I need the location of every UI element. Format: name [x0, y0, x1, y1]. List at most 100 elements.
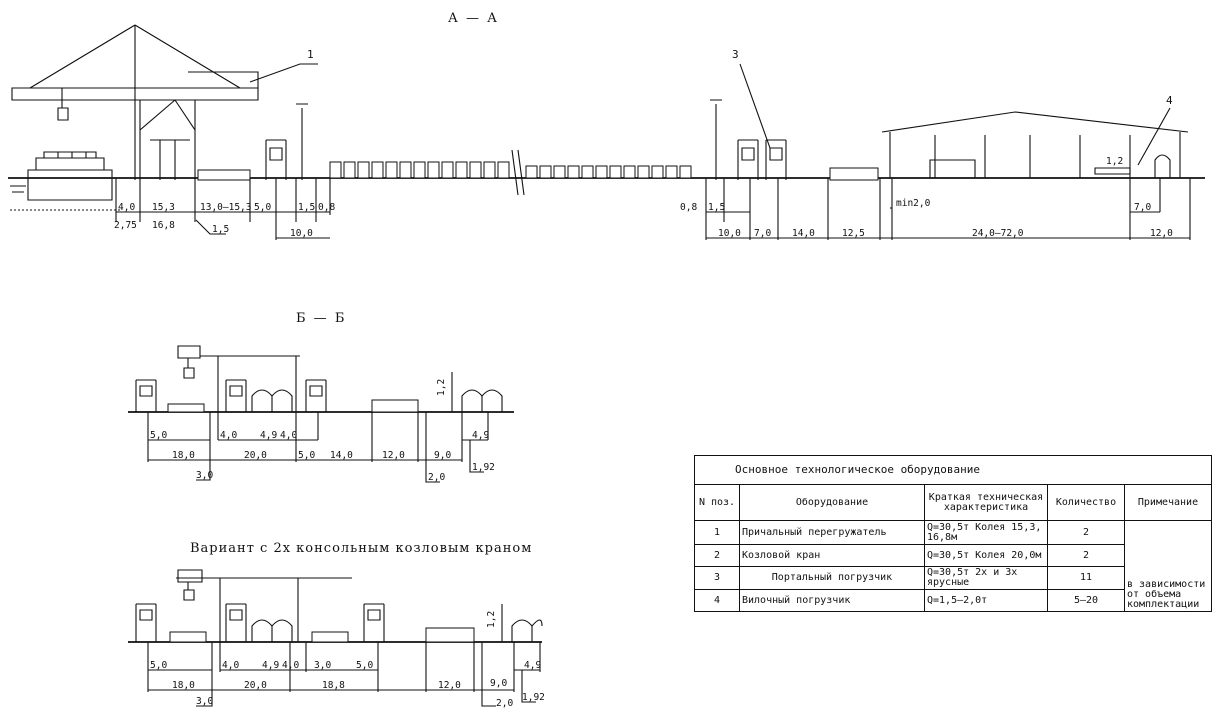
dim-aa-2: 15,3	[152, 202, 175, 213]
container-block	[469, 161, 482, 179]
dim-aa-5: 1,5	[298, 202, 315, 213]
container-block	[357, 161, 370, 179]
dim-bb-1: 5,0	[150, 430, 167, 441]
row-spec: Q=1,5–2,0т	[924, 589, 1048, 612]
variant-drawing	[128, 569, 543, 707]
table-row: 3 Портальный погрузчик Q=30,5т 2х и 3х я…	[694, 566, 1212, 590]
dim-bb-9: 12,0	[382, 450, 405, 461]
container-block	[441, 161, 454, 179]
dim-var-6: 5,0	[356, 660, 373, 671]
row-equip: Причальный перегружатель	[739, 520, 925, 545]
row-num: 1	[694, 520, 740, 545]
table-row: 1 Причальный перегружатель Q=30,5т Колея…	[694, 520, 1212, 612]
container-block	[455, 161, 468, 179]
dim-bb-5: 18,0	[172, 450, 195, 461]
dim-var-9: 18,8	[322, 680, 345, 691]
dim-aa-4: 5,0	[254, 202, 271, 213]
row-qty: 2	[1047, 520, 1125, 545]
dim-aa-1: 4,0	[118, 202, 135, 213]
dim-bb-3: 4,9	[260, 430, 277, 441]
dim-aa-10: 10,0	[290, 228, 313, 239]
dim-bb-13: 2,0	[428, 472, 445, 483]
dim-bb-15: 1,2	[436, 379, 447, 396]
row-spec: Q=30,5т Колея 15,3, 16,8м	[924, 520, 1048, 545]
bb-drawing	[128, 345, 514, 483]
dim-bb-7: 5,0	[298, 450, 315, 461]
table-header-spec: Краткая техническая характеристика	[924, 484, 1048, 521]
container-block	[567, 165, 580, 179]
table-header-equip: Оборудование	[739, 484, 925, 521]
row-spec: Q=30,5т 2х и 3х ярусные	[924, 566, 1048, 590]
dim-var-14: 2,0	[496, 698, 513, 709]
straddle-carrier-right-1	[737, 139, 759, 180]
dim-aa-r1: 0,8	[680, 202, 697, 213]
dim-bb-12: 3,0	[196, 470, 213, 481]
dim-aa-r9: 7,0	[1134, 202, 1151, 213]
table-note: в зависимости от объема комплектации	[1124, 520, 1212, 612]
break-mark	[511, 149, 525, 196]
dim-aa-6: 0,8	[318, 202, 335, 213]
dim-var-16: 1,2	[486, 611, 497, 628]
container-block	[427, 161, 440, 179]
container-block	[623, 165, 636, 179]
callout-3: 3	[732, 48, 739, 61]
dim-var-5: 3,0	[314, 660, 331, 671]
container-block	[371, 161, 384, 179]
row-num: 2	[694, 544, 740, 567]
lamp-post-left	[296, 103, 308, 180]
dim-aa-9: 1,5	[212, 224, 229, 235]
row-equip: Вилочный погрузчик	[739, 589, 925, 612]
container-block	[539, 165, 552, 179]
row-qty: 5–20	[1047, 589, 1125, 612]
dim-var-12: 4,9	[524, 660, 541, 671]
straddle-carrier-left	[265, 139, 287, 180]
dim-bb-6: 20,0	[244, 450, 267, 461]
dim-bb-14: 1,92	[472, 462, 495, 473]
ship	[10, 151, 120, 211]
dim-aa-r10: 12,0	[1150, 228, 1173, 239]
straddle-carrier-right-2	[765, 139, 787, 180]
warehouse	[881, 111, 1189, 179]
row-equip: Портальный погрузчик	[739, 566, 925, 590]
row-spec: Q=30,5т Колея 20,0м	[924, 544, 1048, 567]
aa-wagon	[197, 169, 251, 181]
lamp-post-right	[710, 99, 722, 180]
container-block	[399, 161, 412, 179]
dim-var-4: 4,0	[282, 660, 299, 671]
callout-4: 4	[1166, 94, 1173, 107]
dim-aa-7: 2,75	[114, 220, 137, 231]
dim-var-13: 3,0	[196, 696, 213, 707]
equipment-table: Основное технологическое оборудование N …	[694, 455, 1212, 612]
dim-var-7: 18,0	[172, 680, 195, 691]
dim-aa-r8: 24,0–72,0	[972, 228, 1024, 239]
container-block	[385, 161, 398, 179]
dim-var-2: 4,0	[222, 660, 239, 671]
dim-aa-3: 13,0–15,3	[200, 202, 251, 213]
container-stack-right	[525, 165, 692, 179]
container-block	[637, 165, 650, 179]
container-block	[497, 161, 510, 179]
dim-aa-r11: 1,2	[1106, 156, 1123, 167]
dim-aa-r7: min2,0	[896, 198, 931, 209]
dim-aa-r5: 14,0	[792, 228, 815, 239]
container-block	[483, 161, 496, 179]
row-qty: 2	[1047, 544, 1125, 567]
container-block	[343, 161, 356, 179]
table-header-qty: Количество	[1047, 484, 1125, 521]
table-row: 2 Козловой кран Q=30,5т Колея 20,0м 2	[694, 544, 1212, 567]
dim-aa-r3: 10,0	[718, 228, 741, 239]
dim-var-3: 4,9	[262, 660, 279, 671]
dim-var-1: 5,0	[150, 660, 167, 671]
dim-var-15: 1,92	[522, 692, 545, 703]
dim-bb-2: 4,0	[220, 430, 237, 441]
dim-var-10: 12,0	[438, 680, 461, 691]
callout-4-leader	[1137, 107, 1171, 166]
container-block	[413, 161, 426, 179]
row-equip: Козловой кран	[739, 544, 925, 567]
container-block	[581, 165, 594, 179]
row-num: 4	[694, 589, 740, 612]
callout-3-leader	[739, 63, 771, 149]
container-stack-left	[329, 161, 510, 179]
callout-1-leader	[249, 63, 318, 83]
container-block	[553, 165, 566, 179]
